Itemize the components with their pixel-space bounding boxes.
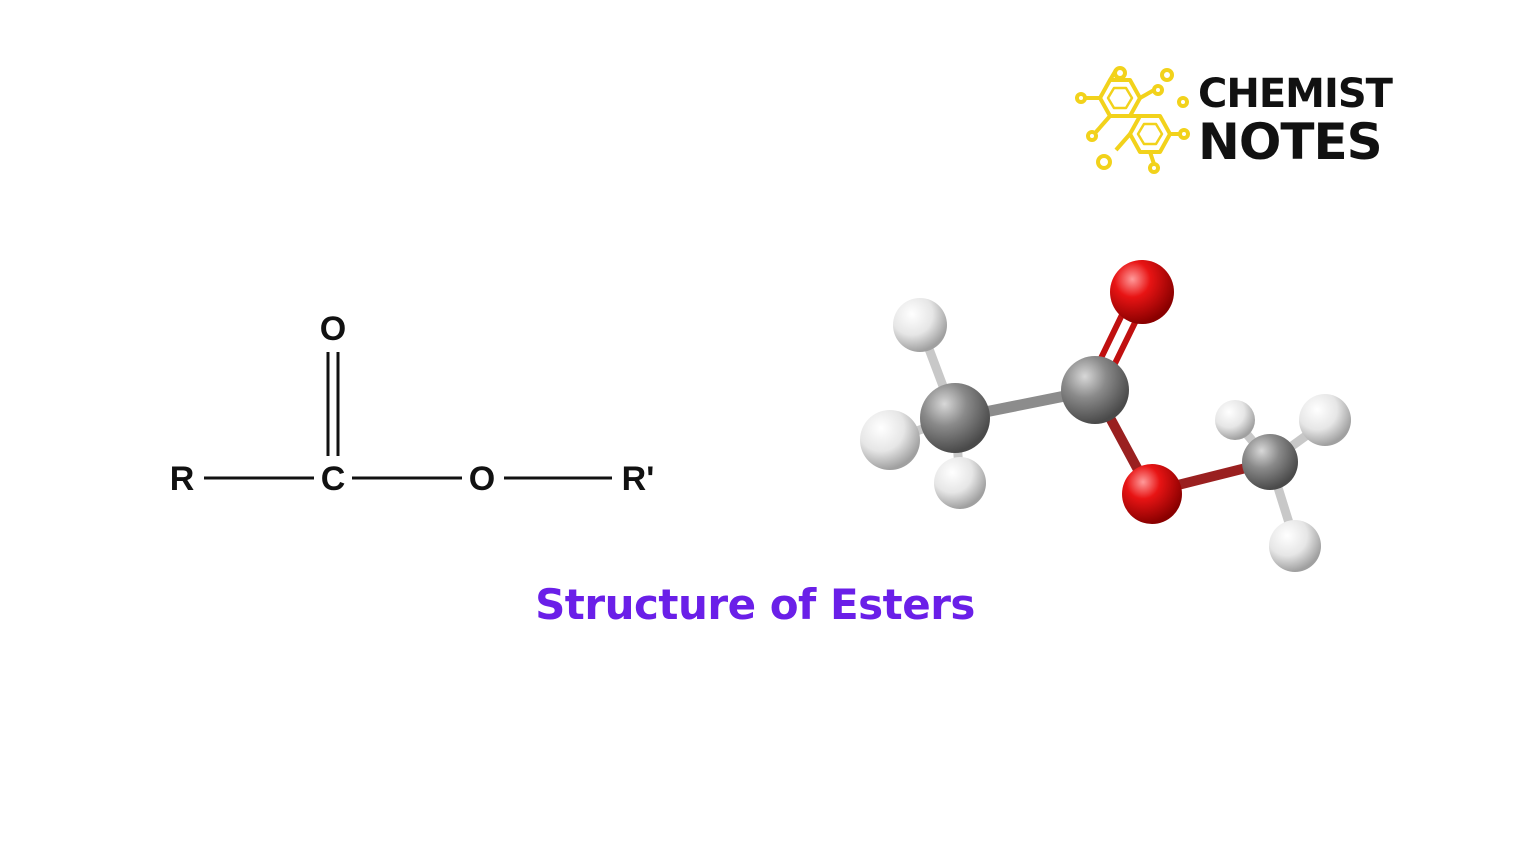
ester-structural-formula: O R C O R' — [170, 310, 655, 498]
ball-and-stick-model — [860, 260, 1351, 572]
carbon-atom-methyl — [920, 383, 990, 453]
oxygen-atom-ester — [1122, 464, 1182, 524]
hydrogen-atom-bottom-left — [934, 457, 986, 509]
ester-oxygen-label: O — [469, 460, 495, 498]
hydrogen-atom-bottom-right — [1269, 520, 1321, 572]
diagram-caption: Structure of Esters — [535, 580, 975, 629]
hydrogen-atom-left — [860, 410, 920, 470]
logo-text-notes: NOTES — [1198, 113, 1383, 171]
logo-wordmark: CHEMIST NOTES — [1198, 71, 1393, 171]
right-group-label: R' — [622, 460, 655, 498]
top-oxygen-label: O — [320, 310, 346, 348]
hydrogen-atom-top-left — [893, 298, 947, 352]
chemist-notes-logo: CHEMIST NOTES — [1074, 66, 1414, 176]
hydrogen-atom-right — [1299, 394, 1351, 446]
carbonyl-carbon-label: C — [321, 460, 346, 498]
hydrogen-atom-back — [1215, 400, 1255, 440]
oxygen-atom-carbonyl — [1110, 260, 1174, 324]
carbon-atom-carbonyl — [1061, 356, 1129, 424]
left-group-label: R — [170, 460, 195, 498]
molecule-logo-icon — [1075, 66, 1190, 174]
carbon-atom-methoxy — [1242, 434, 1298, 490]
logo-text-chemist: CHEMIST — [1198, 71, 1393, 117]
